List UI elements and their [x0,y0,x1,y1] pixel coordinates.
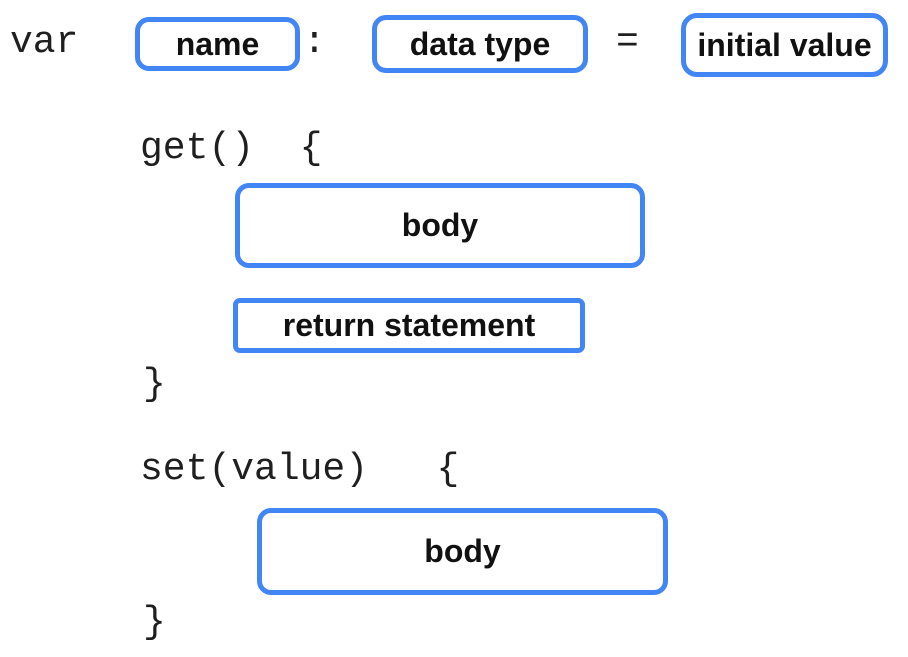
initial-value-placeholder-label: initial value [697,26,872,63]
getter-body-placeholder-label: body [401,207,479,243]
setter-close-brace: } [143,601,166,644]
data-type-placeholder-box: data type [372,15,588,73]
var-keyword: var [10,21,79,64]
initial-value-placeholder-box: initial value [681,13,888,77]
name-placeholder-box: name [135,17,300,71]
setter-body-placeholder-label: body [424,533,501,569]
name-placeholder-label: name [175,25,260,62]
getter-body-placeholder-box: body [235,183,645,268]
return-statement-placeholder-box: return statement [233,298,585,353]
colon-token: : [303,21,326,64]
return-statement-placeholder-label: return statement [282,307,536,343]
data-type-placeholder-label: data type [409,25,551,62]
getter-open-line: get() { [140,127,323,170]
equals-token: = [616,21,639,64]
getter-close-brace: } [143,363,166,406]
setter-open-line: set(value) { [140,448,460,491]
setter-body-placeholder-box: body [257,508,668,595]
